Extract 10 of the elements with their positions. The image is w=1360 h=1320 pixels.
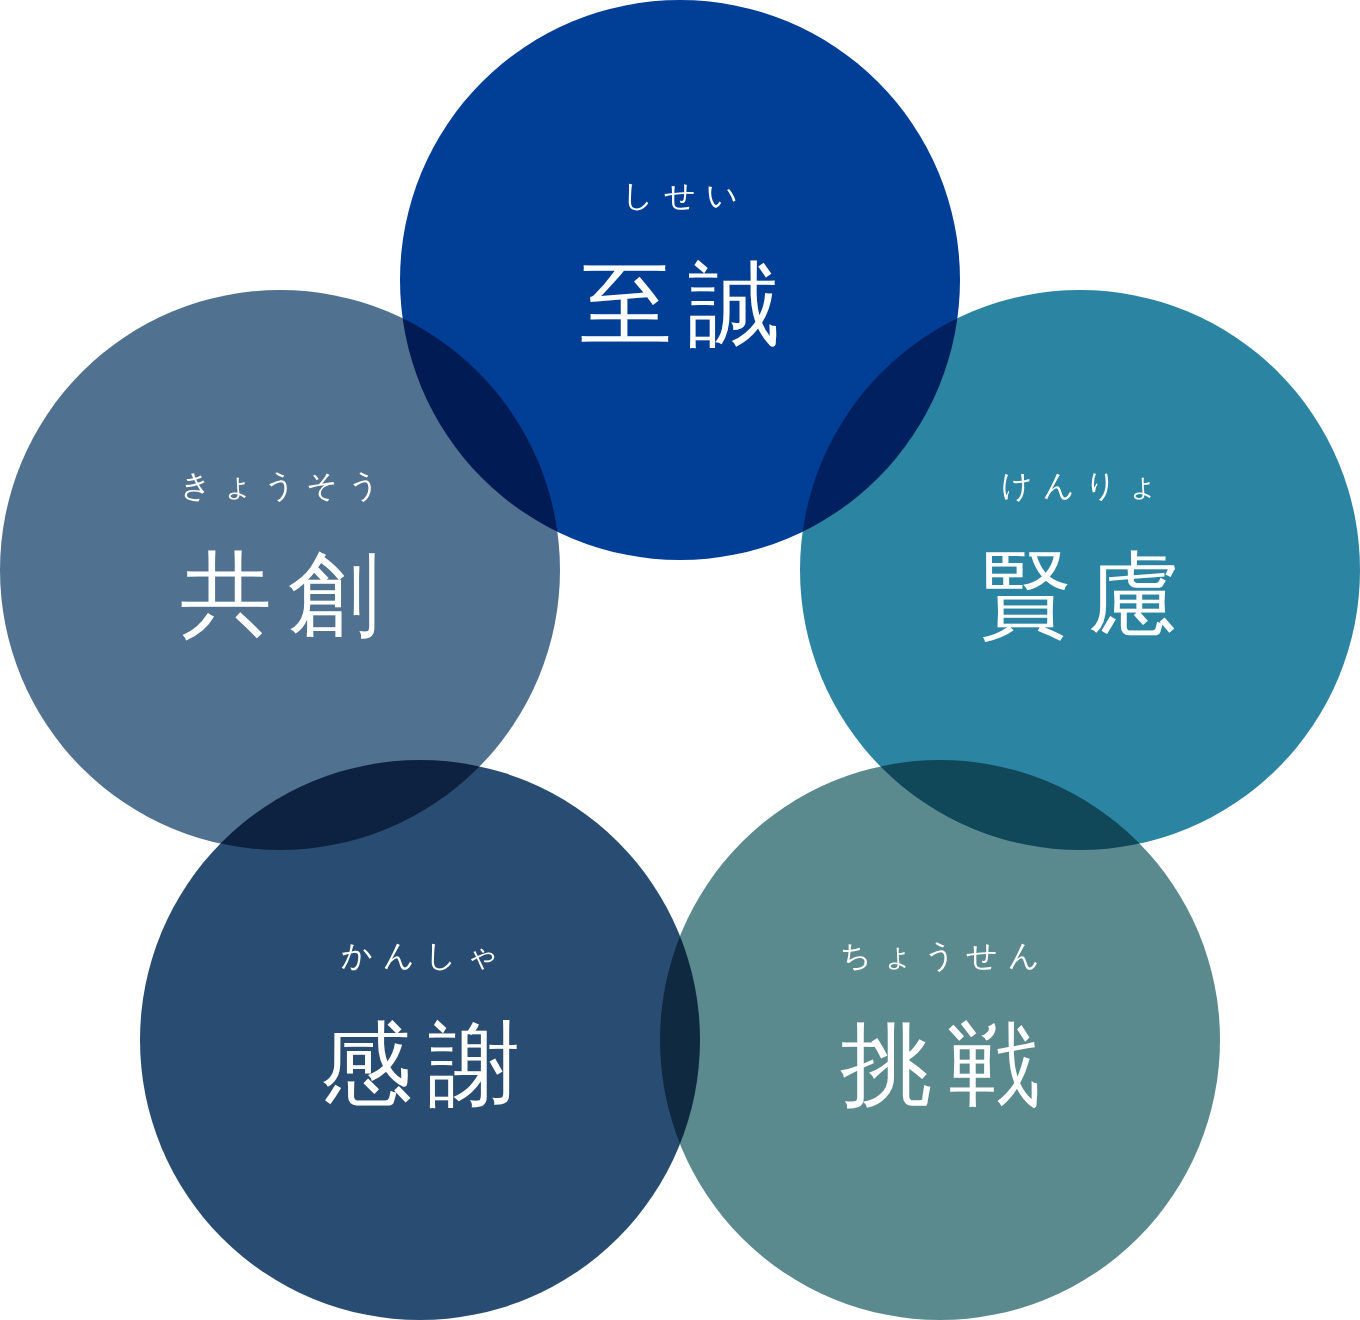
furigana-text: ちょうせん: [840, 939, 1050, 971]
keyword-text: 挑戦: [840, 1019, 1056, 1111]
furigana-text: しせい: [622, 179, 748, 211]
furigana-text: けんりょ: [1001, 469, 1169, 501]
keyword-text: 至誠: [580, 259, 796, 351]
furigana-text: かんしゃ: [341, 939, 509, 971]
keyword-text: 賢慮: [980, 549, 1196, 641]
keyword-text: 共創: [180, 549, 396, 641]
furigana-text: きょうそう: [180, 469, 390, 501]
keyword-text: 感謝: [320, 1019, 536, 1111]
